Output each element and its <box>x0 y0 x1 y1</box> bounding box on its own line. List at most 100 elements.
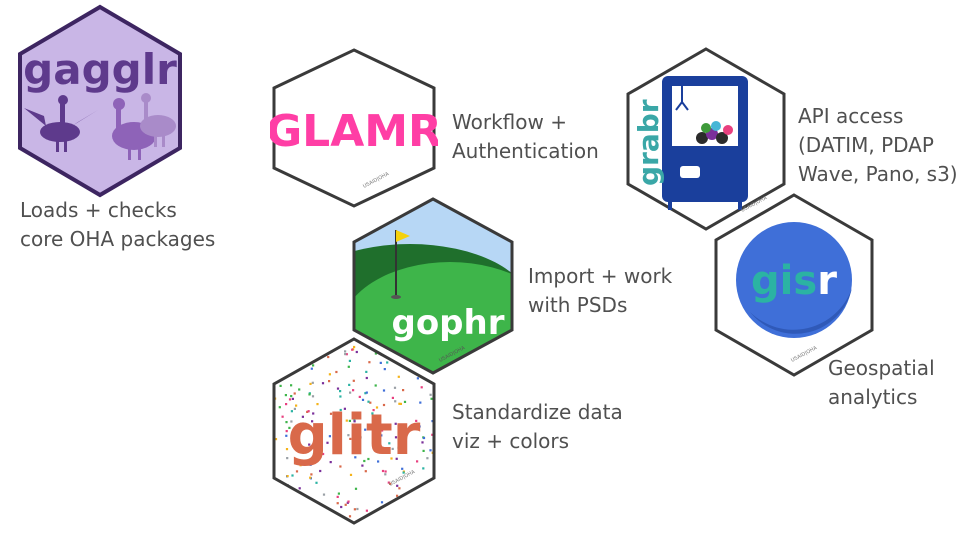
confetti-dot <box>356 507 359 511</box>
confetti-dot <box>399 402 402 405</box>
confetti-dot <box>344 350 347 353</box>
grabr-logo-text: grabr <box>632 99 665 186</box>
confetti-dot <box>311 381 314 384</box>
confetti-dot <box>271 454 273 456</box>
confetti-dot <box>347 365 350 368</box>
confetti-dot <box>433 369 434 372</box>
confetti-dot <box>358 395 361 398</box>
confetti-dot <box>286 457 289 460</box>
confetti-dot <box>380 434 383 437</box>
confetti-dot <box>353 345 356 349</box>
confetti-dot <box>348 383 351 386</box>
confetti-dot <box>396 508 399 511</box>
confetti-dot <box>308 392 311 395</box>
confetti-dot <box>416 460 419 463</box>
confetti-dot <box>367 400 370 403</box>
confetti-dot <box>394 400 397 403</box>
confetti-dot <box>294 363 297 367</box>
confetti-dot <box>402 509 405 512</box>
confetti-dot <box>377 460 380 463</box>
confetti-dot <box>381 429 384 432</box>
confetti-dot <box>285 403 288 406</box>
confetti-dot <box>339 395 342 398</box>
confetti-dot <box>279 384 282 387</box>
confetti-dot <box>364 428 367 431</box>
confetti-dot <box>349 391 352 394</box>
confetti-dot <box>339 430 342 433</box>
confetti-dot <box>291 474 294 477</box>
confetti-dot <box>326 441 329 444</box>
confetti-dot <box>367 457 370 461</box>
confetti-dot <box>430 336 432 338</box>
confetti-dot <box>290 384 293 387</box>
confetti-dot <box>355 350 358 354</box>
confetti-dot <box>327 355 330 359</box>
confetti-dot <box>290 395 293 398</box>
confetti-dot <box>375 406 379 409</box>
globe-icon <box>736 222 852 338</box>
confetti-dot <box>363 459 366 463</box>
confetti-dot <box>422 436 426 440</box>
confetti-dot <box>346 501 349 504</box>
confetti-dot <box>387 481 390 484</box>
confetti-dot <box>312 364 315 367</box>
confetti-dot <box>418 425 421 428</box>
confetti-dot <box>290 506 293 509</box>
confetti-dot <box>298 388 301 391</box>
confetti-dot <box>365 376 368 380</box>
confetti-dot <box>274 370 276 373</box>
confetti-dot <box>296 510 299 514</box>
confetti-dot <box>397 354 400 357</box>
confetti-dot <box>311 395 315 398</box>
confetti-dot <box>318 336 320 338</box>
confetti-dot <box>353 508 356 511</box>
confetti-dot <box>436 461 438 463</box>
confetti-dot <box>316 403 319 406</box>
confetti-dot <box>283 340 286 343</box>
confetti-dot <box>429 449 432 452</box>
confetti-dot <box>361 464 364 467</box>
confetti-dot <box>382 389 386 392</box>
confetti-dot <box>329 412 333 415</box>
confetti-dot <box>368 361 371 364</box>
confetti-dot <box>432 512 434 515</box>
confetti-dot <box>429 393 432 396</box>
confetti-dot <box>364 392 367 395</box>
confetti-dot <box>390 457 393 460</box>
gophr-logo-text: gophr <box>391 303 504 343</box>
confetti-dot <box>328 373 331 376</box>
confetti-dot <box>274 485 275 488</box>
confetti-dot <box>393 386 397 389</box>
confetti-dot <box>402 389 405 392</box>
confetti-dot <box>285 448 289 451</box>
confetti-dot <box>336 387 340 390</box>
confetti-dot <box>409 496 412 499</box>
confetti-dot <box>328 521 331 523</box>
confetti-dot <box>436 457 438 459</box>
confetti-dot <box>435 386 437 388</box>
confetti-dot <box>382 518 385 521</box>
confetti-dot <box>415 419 418 422</box>
confetti-dot <box>288 426 291 429</box>
confetti-dot <box>421 441 424 444</box>
confetti-dot <box>380 501 384 504</box>
confetti-dot <box>271 375 273 377</box>
confetti-dot <box>339 465 342 468</box>
confetti-dot <box>343 407 346 410</box>
confetti-dot <box>403 400 407 403</box>
confetti-dot <box>345 353 348 356</box>
confetti-dot <box>398 487 401 490</box>
confetti-dot <box>432 505 434 508</box>
confetti-dot <box>307 410 310 413</box>
confetti-dot <box>310 367 313 370</box>
gagglr-hex-logo: gagglr <box>18 4 182 198</box>
confetti-dot <box>274 438 278 441</box>
confetti-dot <box>382 403 386 407</box>
confetti-dot <box>420 386 423 389</box>
confetti-dot <box>344 503 347 506</box>
confetti-dot <box>388 442 391 445</box>
confetti-dot <box>292 491 295 494</box>
confetti-dot <box>437 497 438 499</box>
confetti-dot <box>422 467 425 470</box>
confetti-dot <box>352 442 355 445</box>
